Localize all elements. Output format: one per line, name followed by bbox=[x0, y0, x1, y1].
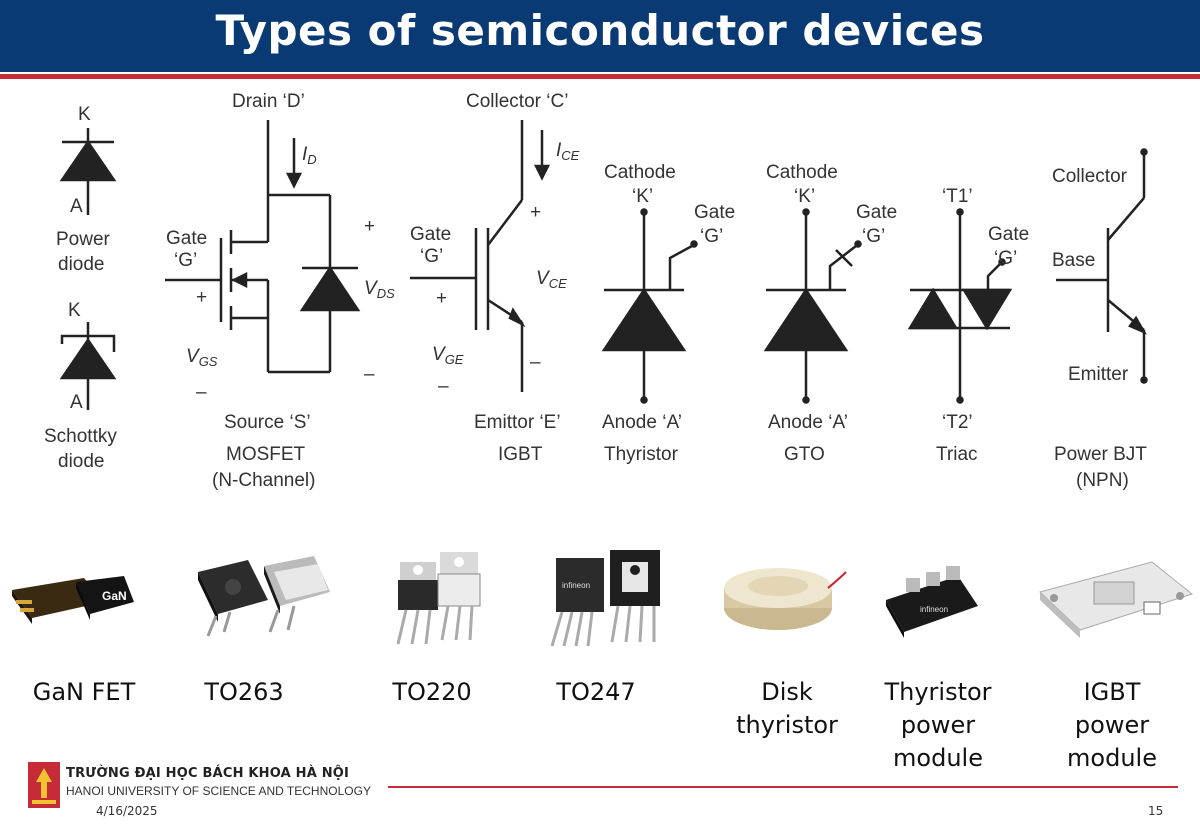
igbt-vce-label: VCE bbox=[536, 268, 567, 291]
triac-t2: ‘T2’ bbox=[942, 412, 973, 433]
igbt-module-photo bbox=[1039, 561, 1194, 638]
mosfet-drain-label: Drain ‘D’ bbox=[232, 91, 305, 112]
package-label-disk-thyristor: Disk thyristor bbox=[736, 678, 838, 739]
bjt-symbol bbox=[1056, 148, 1148, 384]
bjt-collector: Collector bbox=[1052, 166, 1128, 187]
triac-t1: ‘T1’ bbox=[942, 186, 973, 207]
university-name-vietnamese: TRƯỜNG ĐẠI HỌC BÁCH KHOA HÀ NỘI bbox=[66, 766, 350, 781]
mosfet-id-label: ID bbox=[302, 144, 317, 167]
igbt-collector-label: Collector ‘C’ bbox=[466, 91, 568, 112]
footer-divider bbox=[388, 786, 1178, 788]
schottky-diode-name1: Schottky bbox=[44, 426, 117, 447]
mosfet-source-label: Source ‘S’ bbox=[224, 412, 311, 433]
igbt-vge-minus: – bbox=[438, 376, 449, 397]
to247-photo: infineon bbox=[550, 550, 660, 647]
schottky-diode-symbol bbox=[59, 322, 117, 410]
igbt-vce-minus: – bbox=[530, 352, 541, 373]
gto-gate2: ‘G’ bbox=[862, 226, 885, 247]
to263-photo bbox=[198, 556, 330, 637]
thyristor-gate2: ‘G’ bbox=[700, 226, 723, 247]
gan-fet-photo: GaN bbox=[12, 576, 134, 624]
slide-date: 4/16/2025 bbox=[96, 804, 158, 818]
package-label-thyristor-module: Thyristor power module bbox=[884, 678, 992, 772]
mosfet-name2: (N-Channel) bbox=[212, 470, 315, 491]
thyristor-name: Thyristor bbox=[604, 444, 679, 465]
triac-name: Triac bbox=[936, 444, 978, 465]
power-diode-name1: Power bbox=[56, 229, 111, 250]
thyristor-symbol bbox=[601, 208, 698, 404]
mosfet-vds-minus: – bbox=[364, 364, 375, 385]
triac-symbol bbox=[907, 208, 1013, 404]
package-label-to247: TO247 bbox=[556, 678, 636, 706]
mosfet-symbol bbox=[165, 120, 361, 374]
gto-gate1: Gate bbox=[856, 202, 897, 223]
gto-cathode1: Cathode bbox=[766, 162, 838, 183]
schottky-diode-k: K bbox=[68, 300, 81, 321]
bjt-emitter: Emitter bbox=[1068, 364, 1129, 385]
igbt-symbol bbox=[410, 120, 551, 392]
title-underline bbox=[0, 74, 1200, 79]
bjt-base: Base bbox=[1052, 250, 1095, 271]
mosfet-vds-label: VDS bbox=[364, 278, 395, 301]
svg-text:GaN: GaN bbox=[102, 589, 127, 603]
schottky-diode-a: A bbox=[70, 392, 83, 413]
power-diode-k: K bbox=[78, 104, 91, 125]
triac-gate2: ‘G’ bbox=[994, 248, 1017, 269]
igbt-gate-label2: ‘G’ bbox=[420, 246, 443, 267]
mosfet-gate-label2: ‘G’ bbox=[174, 250, 197, 271]
power-diode-name2: diode bbox=[58, 254, 105, 275]
svg-text:infineon: infineon bbox=[562, 581, 590, 590]
igbt-vge-plus: + bbox=[436, 288, 447, 309]
slide-title: Types of semiconductor devices bbox=[215, 6, 985, 55]
title-bar: Types of semiconductor devices bbox=[0, 0, 1200, 79]
thyristor-anode: Anode ‘A’ bbox=[602, 412, 682, 433]
bjt-name2: (NPN) bbox=[1076, 470, 1129, 491]
package-label-gan-fet: GaN FET bbox=[32, 678, 136, 706]
svg-text:infineon: infineon bbox=[920, 605, 948, 614]
symbols-diagram: K A Power diode K A Schottky diode Drain… bbox=[44, 91, 1148, 491]
university-name-english: HANOI UNIVERSITY OF SCIENCE AND TECHNOLO… bbox=[66, 784, 371, 798]
package-label-to220: TO220 bbox=[392, 678, 472, 706]
mosfet-vgs-minus: – bbox=[196, 382, 207, 403]
mosfet-name1: MOSFET bbox=[226, 444, 306, 465]
mosfet-vgs-plus: + bbox=[196, 287, 207, 308]
gto-name: GTO bbox=[784, 444, 825, 465]
igbt-gate-label1: Gate bbox=[410, 224, 451, 245]
igbt-vge-label: VGE bbox=[432, 344, 464, 367]
university-logo bbox=[28, 762, 60, 808]
page-number: 15 bbox=[1148, 804, 1164, 818]
package-label-to263: TO263 bbox=[204, 678, 284, 706]
thyristor-cathode1: Cathode bbox=[604, 162, 676, 183]
gto-symbol bbox=[763, 208, 862, 404]
thyristor-gate1: Gate bbox=[694, 202, 735, 223]
triac-gate1: Gate bbox=[988, 224, 1029, 245]
igbt-name: IGBT bbox=[498, 444, 543, 465]
mosfet-vgs-label: VGS bbox=[186, 346, 218, 369]
igbt-vce-plus: + bbox=[530, 202, 541, 223]
thyristor-module-photo: infineon bbox=[886, 566, 978, 638]
igbt-emitter-label: Emittor ‘E’ bbox=[474, 412, 561, 433]
bjt-name1: Power BJT bbox=[1054, 444, 1147, 465]
gto-cathode2: ‘K’ bbox=[794, 186, 815, 207]
mosfet-gate-label1: Gate bbox=[166, 228, 207, 249]
power-diode-a: A bbox=[70, 196, 83, 217]
gto-anode: Anode ‘A’ bbox=[768, 412, 848, 433]
schottky-diode-name2: diode bbox=[58, 451, 105, 472]
disk-thyristor-photo bbox=[724, 568, 847, 630]
package-label-igbt-module: IGBT power module bbox=[1067, 678, 1157, 772]
thyristor-cathode2: ‘K’ bbox=[632, 186, 653, 207]
power-diode-symbol bbox=[59, 128, 117, 215]
to220-photo bbox=[396, 552, 481, 645]
mosfet-vds-plus: + bbox=[364, 216, 375, 237]
igbt-ice-label: ICE bbox=[556, 140, 580, 163]
